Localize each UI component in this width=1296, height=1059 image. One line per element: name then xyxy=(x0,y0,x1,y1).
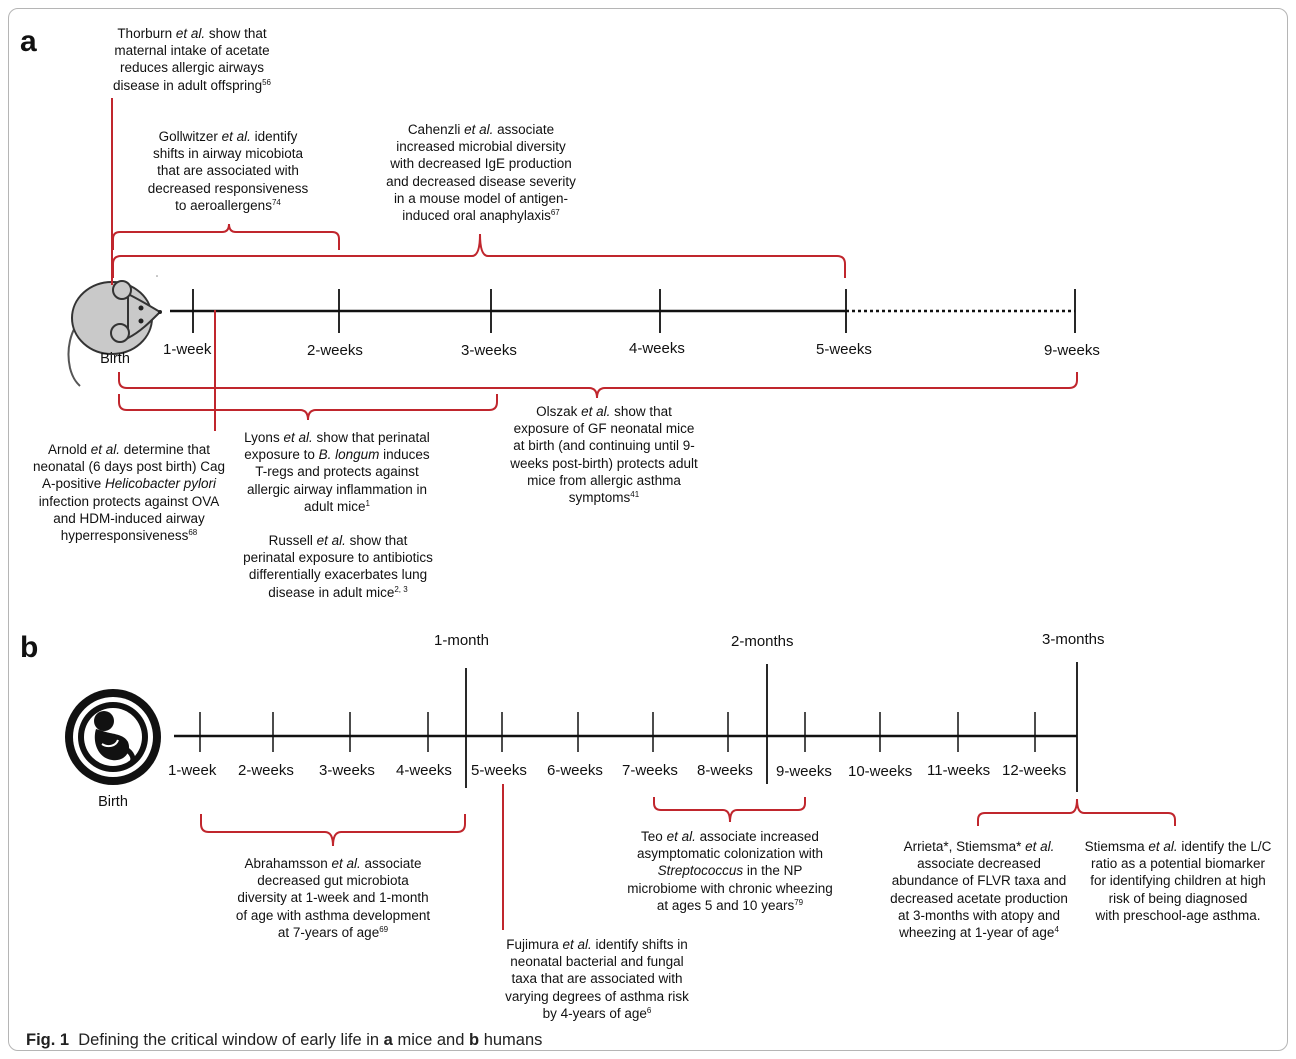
teo-bracket xyxy=(653,797,806,823)
caption-end: humans xyxy=(483,1031,543,1049)
olszak-bracket xyxy=(118,372,1078,399)
tick-a-2-weeks: 2-weeks xyxy=(307,342,363,359)
panel-b-letter: b xyxy=(20,631,39,664)
tick-b-7-weeks: 7-weeks xyxy=(622,762,678,779)
tick-b-8-weeks: 8-weeks xyxy=(697,762,753,779)
month-label-3: 3-months xyxy=(1042,631,1105,648)
tick-b-9-weeks: 9-weeks xyxy=(776,763,832,780)
tick-b-2-weeks: 2-weeks xyxy=(238,762,294,779)
panel-b-graphics xyxy=(65,662,1176,930)
tick-a-4-weeks: 4-weeks xyxy=(629,340,685,357)
caption-a: a xyxy=(383,1031,393,1049)
panel-a-letter: a xyxy=(20,25,37,58)
panel-a-birth-label: Birth xyxy=(100,351,130,367)
panel-b-birth-label: Birth xyxy=(98,794,128,810)
tick-b-6-weeks: 6-weeks xyxy=(547,762,603,779)
tick-a-1-week: 1-week xyxy=(163,341,212,358)
caption-b: b xyxy=(469,1031,480,1049)
caption-text: Defining the critical window of early li… xyxy=(78,1031,380,1049)
panel-a-graphics xyxy=(67,98,1078,431)
abrahamsson-bracket xyxy=(200,814,466,847)
tick-a-9-weeks: 9-weeks xyxy=(1044,342,1100,359)
tick-a-3-weeks: 3-weeks xyxy=(461,342,517,359)
lyons-russell-bracket xyxy=(118,394,498,421)
tick-b-3-weeks: 3-weeks xyxy=(319,762,375,779)
tick-b-10-weeks: 10-weeks xyxy=(848,763,913,780)
caption-mid: mice and xyxy=(397,1031,465,1049)
figure-caption: Fig. 1 Defining the critical window of e… xyxy=(26,1030,542,1050)
figure-frame xyxy=(8,8,1288,1051)
tick-a-5-weeks: 5-weeks xyxy=(816,341,872,358)
tick-b-4-weeks: 4-weeks xyxy=(396,762,452,779)
month-label-2: 2-months xyxy=(731,633,794,650)
cahenzli-bracket xyxy=(112,233,846,278)
caption-prefix: Fig. 1 xyxy=(26,1031,70,1049)
axis-b-month-lines xyxy=(465,662,1078,792)
gollwitzer-bracket xyxy=(112,223,340,250)
axis-a-ticks xyxy=(192,289,1076,333)
axis-b-week-ticks xyxy=(199,712,1036,752)
note-arrieta: Arrieta*, Stiemsma* et al.associate decr… xyxy=(890,839,1068,941)
arrieta-stiemsma-bracket xyxy=(977,798,1176,826)
tick-b-11-weeks: 11-weeks xyxy=(927,762,991,779)
tick-b-12-weeks: 12-weeks xyxy=(1002,762,1067,779)
month-label-1: 1-month xyxy=(434,632,490,649)
fetus-icon xyxy=(65,689,161,785)
tick-b-1-week: 1-week xyxy=(168,762,217,779)
mouse-icon xyxy=(67,275,162,387)
tick-b-5-weeks: 5-weeks xyxy=(471,762,527,779)
